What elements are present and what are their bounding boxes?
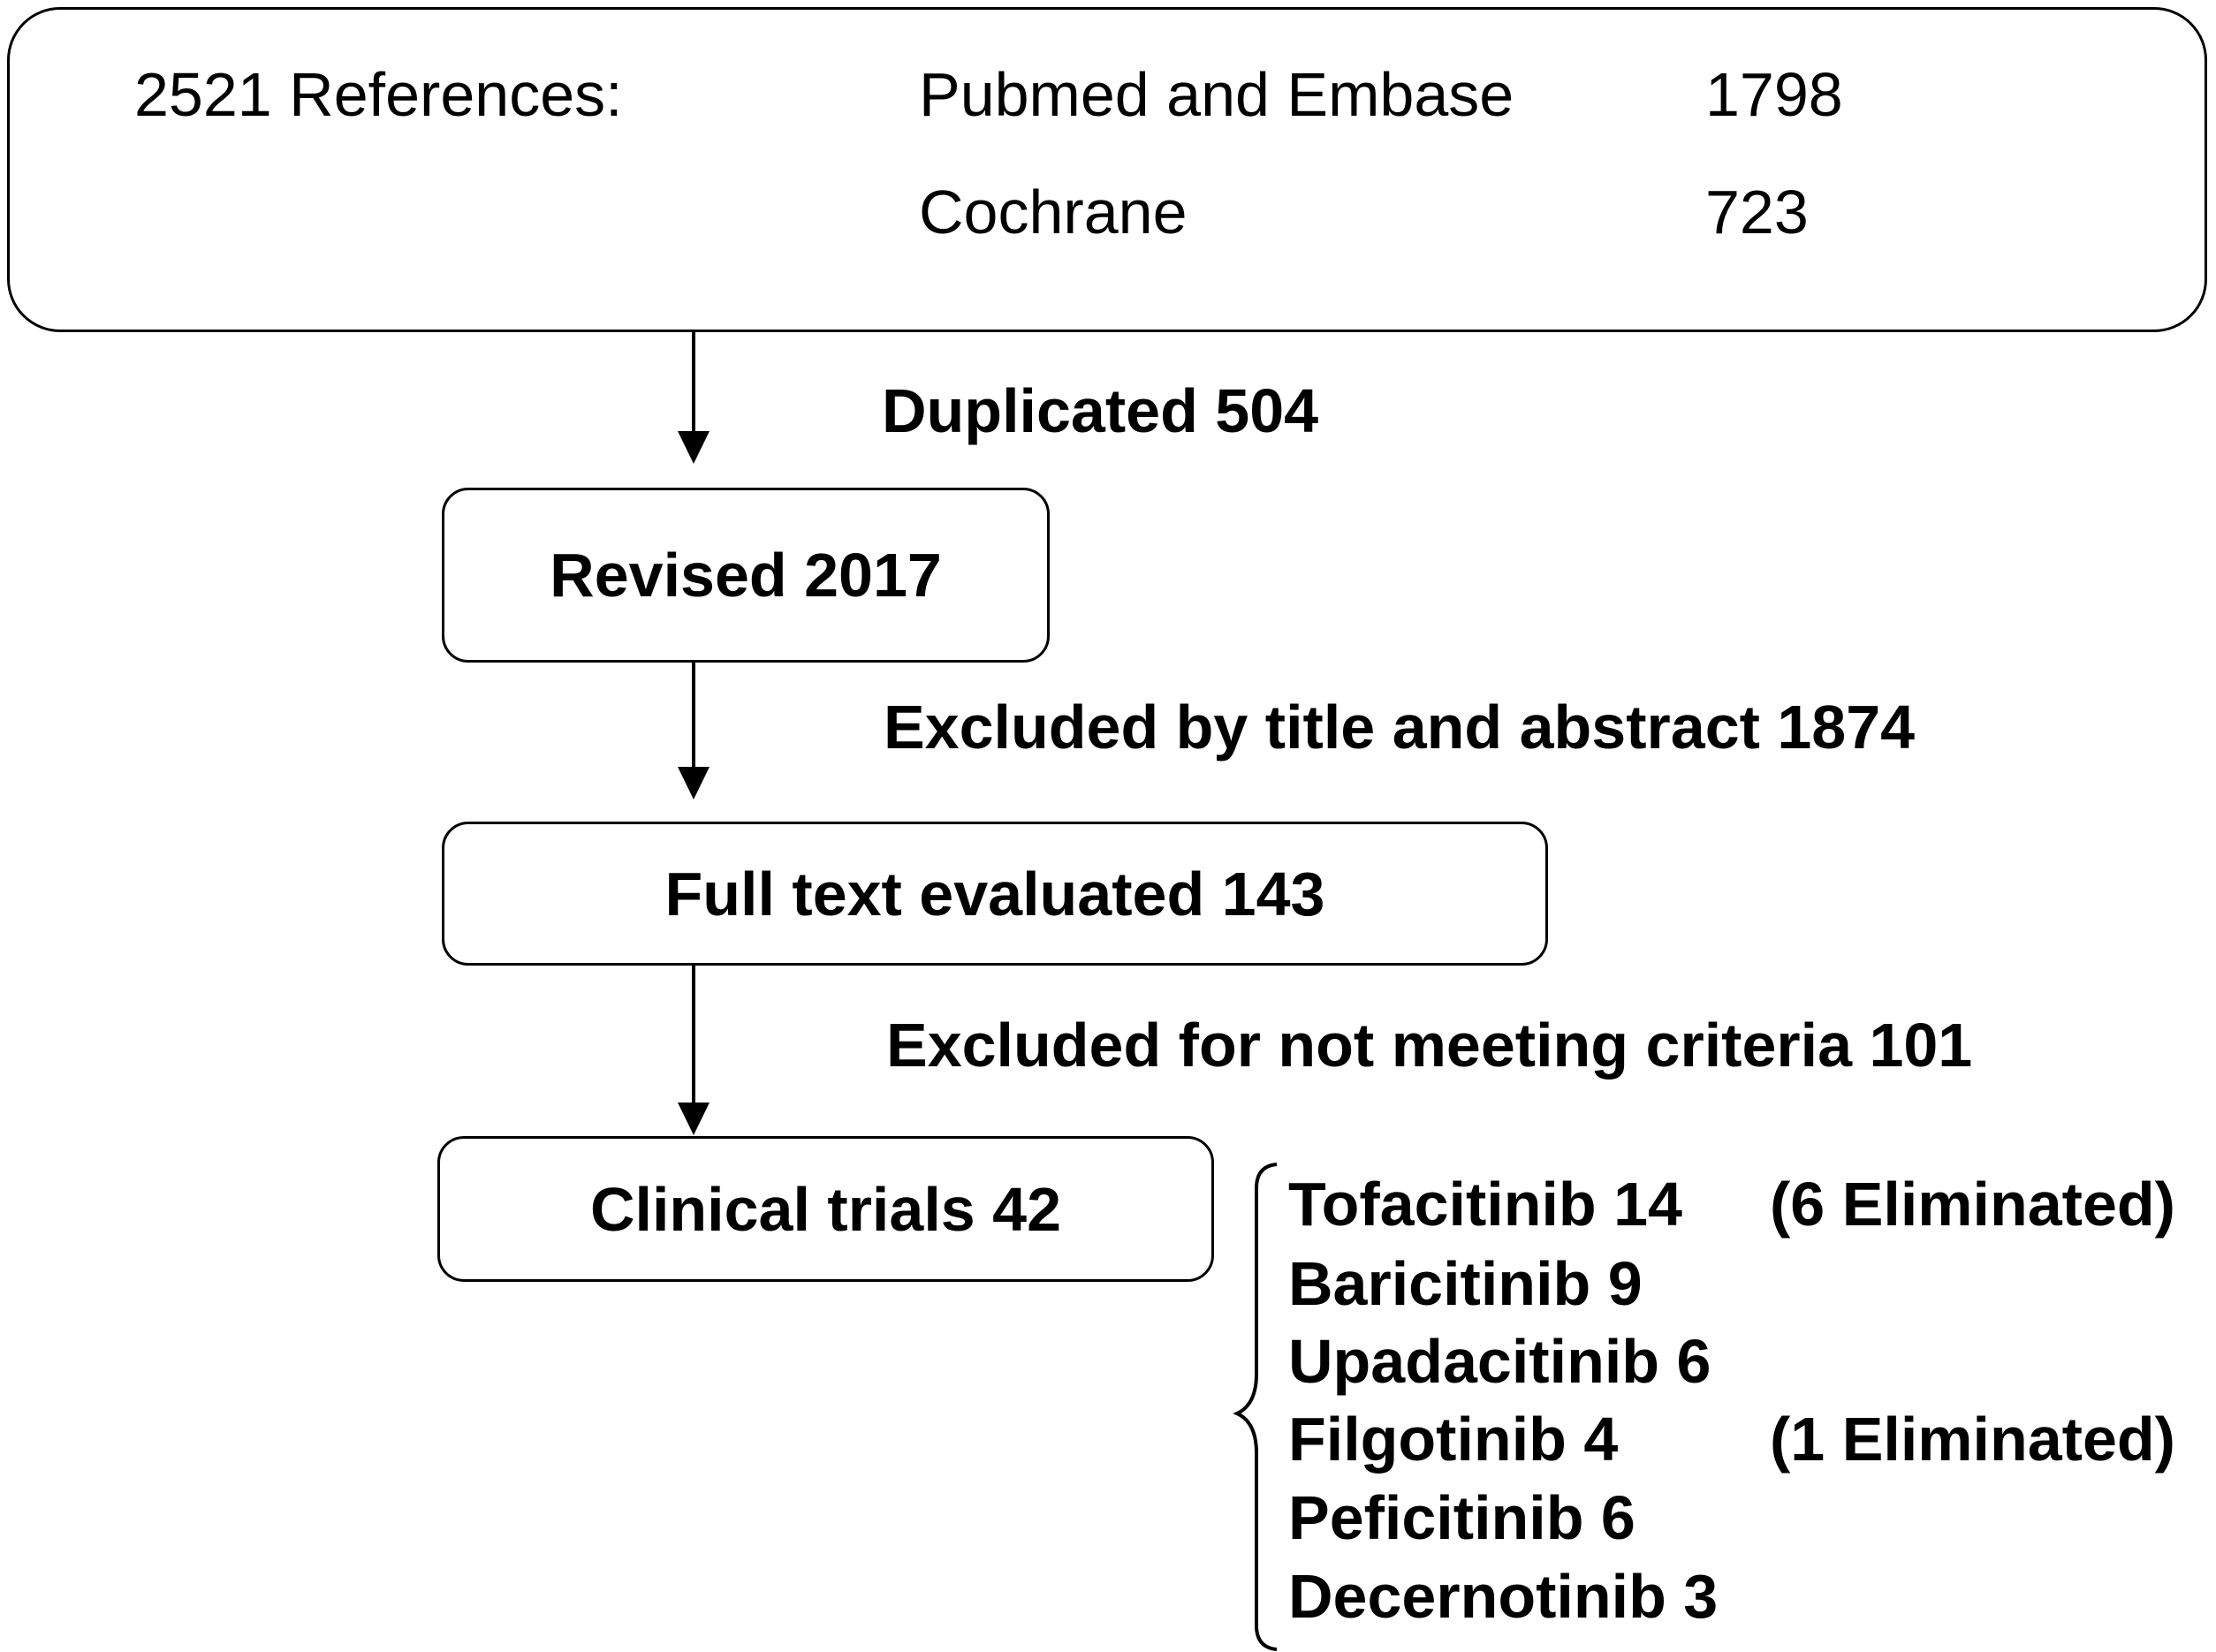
references-box (7, 7, 2207, 332)
drug-item-filgotinib: Filgotinib 4 (1288, 1405, 1619, 1474)
source-count-pubmed: 1798 (1705, 60, 1843, 129)
drug-item-peficitinib: Peficitinib 6 (1288, 1483, 1635, 1552)
source-name-pubmed: Pubmed and Embase (919, 60, 1514, 129)
drug-item-decernotinib: Decernotinib 3 (1288, 1562, 1719, 1631)
clinical-trials-box: Clinical trials 42 (437, 1136, 1214, 1282)
drug-list-brace (1233, 1163, 1278, 1651)
duplicated-label: Duplicated 504 (882, 376, 1319, 445)
drug-item-tofacitinib: Tofacitinib 14 (1288, 1170, 1682, 1239)
revised-box: Revised 2017 (442, 488, 1050, 663)
references-total: 2521 References: (134, 60, 623, 129)
full-text-label: Full text evaluated 143 (664, 859, 1325, 928)
clinical-trials-label: Clinical trials 42 (589, 1174, 1062, 1244)
drug-note-filgotinib: (1 Eliminated) (1770, 1405, 2175, 1474)
arrow-to-full-text (678, 663, 710, 799)
arrow-to-revised (678, 331, 710, 464)
drug-item-baricitinib: Baricitinib 9 (1288, 1249, 1643, 1318)
arrow-to-clinical-trials (678, 966, 710, 1135)
excluded-title-label: Excluded by title and abstract 1874 (884, 693, 1916, 762)
drug-note-tofacitinib: (6 Eliminated) (1770, 1170, 2175, 1239)
drug-item-upadacitinib: Upadacitinib 6 (1288, 1327, 1711, 1396)
source-name-cochrane: Cochrane (919, 178, 1188, 246)
full-text-box: Full text evaluated 143 (442, 822, 1548, 966)
source-count-cochrane: 723 (1705, 178, 1809, 246)
excluded-criteria-label: Excluded for not meeting criteria 101 (886, 1011, 1973, 1080)
revised-label: Revised 2017 (550, 541, 942, 610)
